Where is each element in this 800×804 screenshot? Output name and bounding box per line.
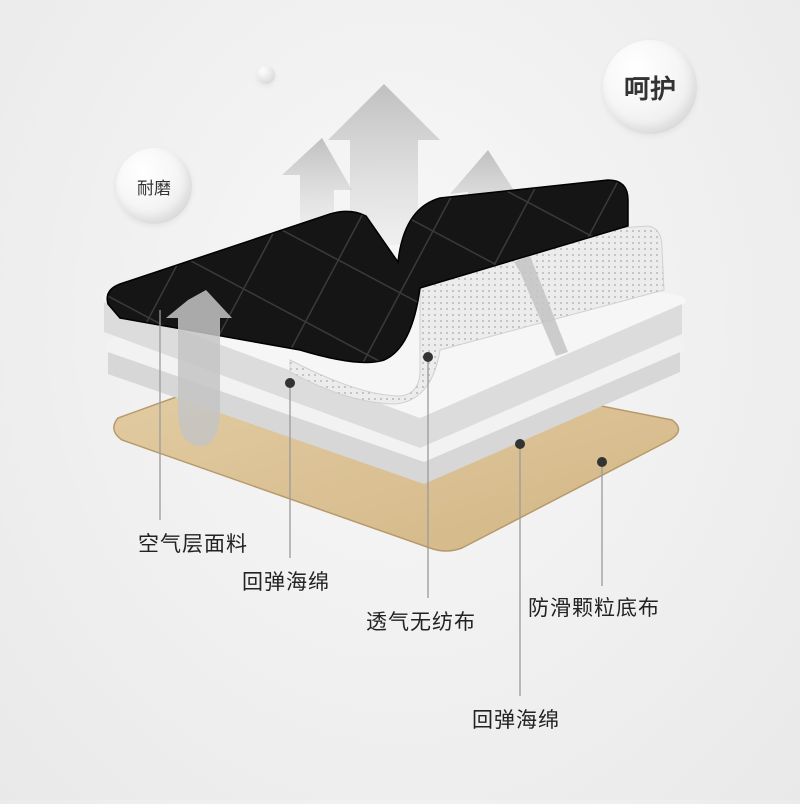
wear-resistant-badge-text: 耐磨 <box>137 178 171 199</box>
leader-dots <box>285 352 607 467</box>
leader-dot-2 <box>423 352 433 362</box>
label-rebound-foam-lower: 回弹海绵 <box>472 708 560 732</box>
leader-lines <box>159 310 603 696</box>
layer-nonwoven <box>289 225 665 405</box>
label-anti-slip-base-cloth: 防滑颗粒底布 <box>528 596 660 620</box>
decorative-bubble <box>257 66 275 84</box>
layer-upper-foam <box>104 302 682 448</box>
circulation-arrows <box>166 256 568 446</box>
layer-top-fabric <box>106 179 629 364</box>
protect-badge-text: 呵护 <box>623 74 676 105</box>
label-breathable-nonwoven: 透气无纺布 <box>366 610 476 634</box>
wear-resistant-badge: 耐磨 <box>116 148 192 224</box>
leader-dot-4 <box>515 439 525 449</box>
circulation-arrow-right <box>514 256 568 356</box>
circulation-arrow-left <box>166 290 232 446</box>
label-rebound-foam-upper: 回弹海绵 <box>242 570 330 594</box>
leader-dot-1 <box>285 378 295 388</box>
protect-badge: 呵护 <box>603 40 697 134</box>
layer-lower-foam <box>108 352 680 484</box>
label-air-layer-fabric: 空气层面料 <box>138 532 248 556</box>
airflow-arrow-left <box>282 138 352 230</box>
leader-dot-3 <box>597 457 607 467</box>
airflow-arrow-center <box>328 84 440 245</box>
